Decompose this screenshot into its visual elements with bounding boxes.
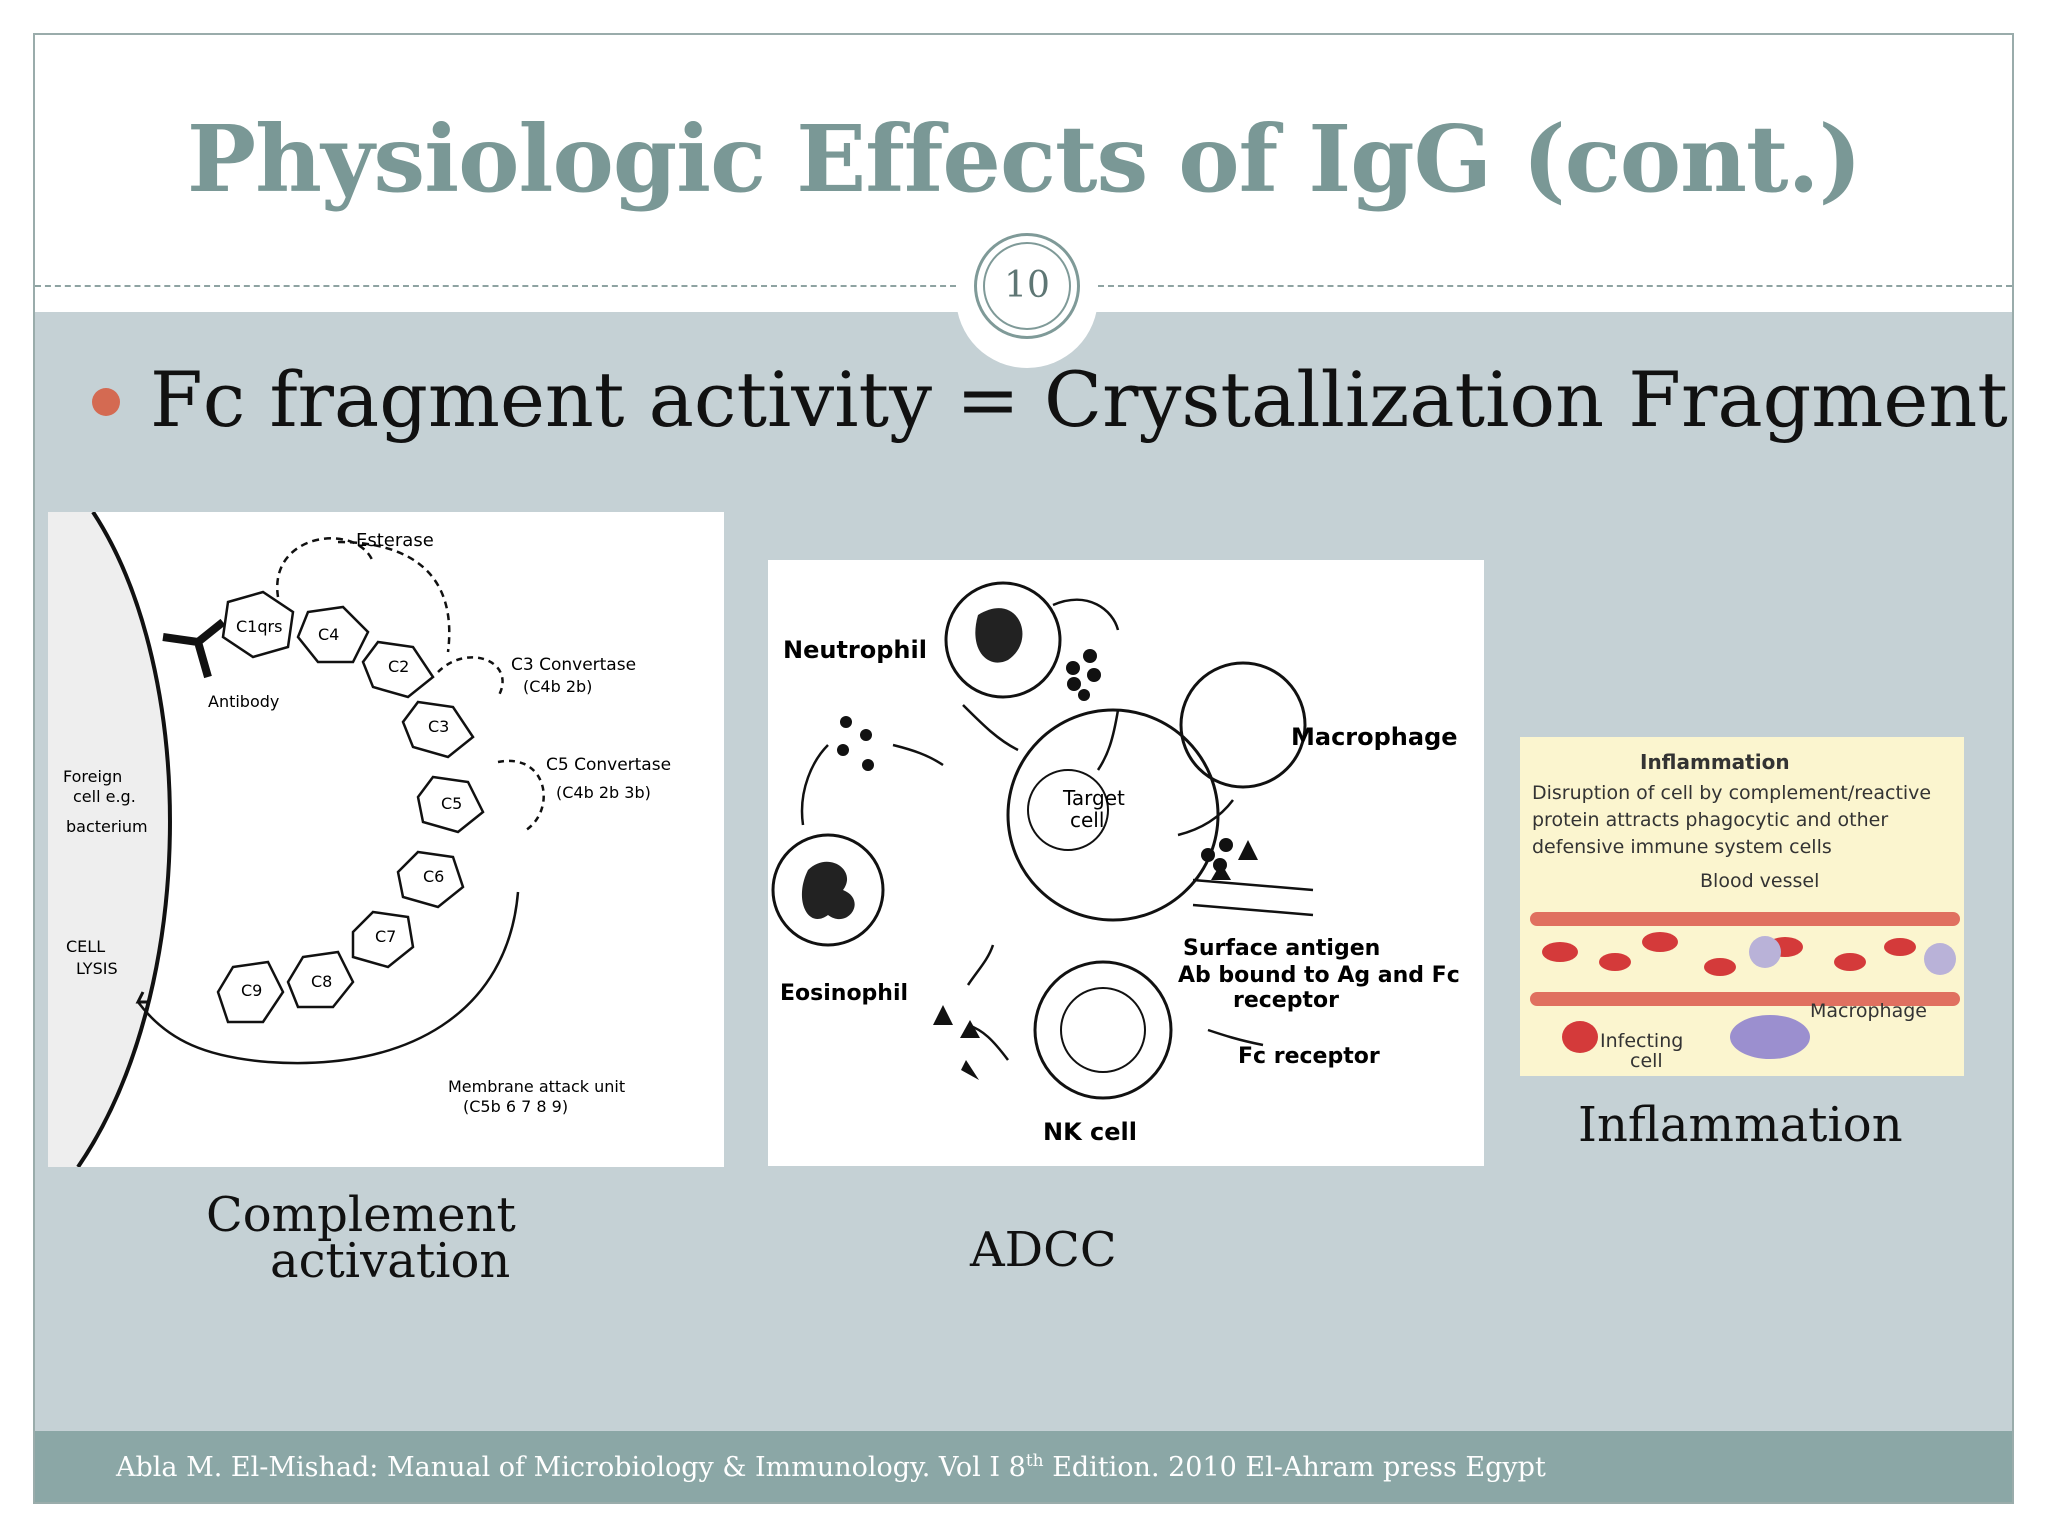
arrows — [800, 598, 1314, 1061]
label-c5-convertase: C5 Convertase — [546, 755, 671, 775]
label-c5-convertase-sub: (C4b 2b 3b) — [556, 783, 651, 802]
label-c2: C2 — [388, 657, 409, 676]
label-esterase: Esterase — [356, 530, 434, 551]
footer-bar — [35, 1431, 2012, 1502]
label-c9: C9 — [241, 981, 262, 1000]
white-blood-cell-1 — [1749, 936, 1781, 968]
label-bacterium: bacterium — [66, 817, 148, 836]
header-divider-right — [1098, 285, 2012, 287]
lysis-arrowhead — [135, 991, 148, 1004]
label-blood-vessel: Blood vessel — [1700, 870, 1819, 892]
label-inflammation-macrophage: Macrophage — [1810, 1000, 1927, 1022]
membrane-attack-arc — [137, 891, 520, 1065]
label-c8: C8 — [311, 972, 332, 991]
foreign-cell-membrane — [48, 512, 170, 1167]
page-number: 10 — [983, 242, 1071, 330]
macrophage-blob — [1730, 1015, 1810, 1059]
label-c5: C5 — [441, 794, 462, 813]
footer-text-main: Abla M. El-Mishad: Manual of Microbiolog… — [116, 1452, 1026, 1483]
label-ab-bound: Ab bound to Ag and Fc — [1178, 963, 1460, 988]
neutrophil-nucleus — [975, 608, 1023, 663]
label-receptor: receptor — [1233, 988, 1339, 1013]
adcc-diagram: Neutrophil Macrophage Target cell Eosino… — [771, 581, 1460, 1146]
label-description-line3: defensive immune system cells — [1532, 836, 1832, 858]
complement-components — [216, 590, 485, 1024]
label-infecting-cell: cell — [1630, 1050, 1663, 1072]
slide-title: Physiologic Effects of IgG (cont.) — [186, 105, 1862, 213]
label-membrane-attack-unit: Membrane attack unit — [448, 1077, 625, 1096]
label-antibody: Antibody — [208, 692, 279, 711]
white-blood-cell-2 — [1924, 943, 1956, 975]
caption-complement-line1: Complement — [206, 1187, 516, 1243]
antibody-icon — [162, 618, 226, 679]
eosinophil-cell — [771, 833, 885, 947]
label-cell: CELL — [66, 937, 105, 956]
label-c4: C4 — [318, 625, 339, 644]
footer-citation: Abla M. El-Mishad: Manual of Microbiolog… — [116, 1451, 1546, 1483]
label-target: Target — [1062, 786, 1125, 810]
bullet-dot-icon — [92, 388, 120, 416]
nk-nucleus — [1060, 987, 1146, 1073]
label-description-line1: Disruption of cell by complement/reactiv… — [1532, 782, 1931, 804]
label-surface-antigen: Surface antigen — [1183, 936, 1380, 961]
nk-cell — [1033, 960, 1173, 1100]
neutrophil-cell — [944, 581, 1062, 699]
cell-wall-line — [76, 512, 172, 1167]
footer-text-end: Edition. 2010 El-Ahram press Egypt — [1043, 1452, 1546, 1483]
label-target-cell: cell — [1070, 808, 1104, 832]
label-inflammation-heading: Inflammation — [1640, 750, 1790, 774]
target-nucleus — [1027, 769, 1109, 851]
label-cell-eg: cell e.g. — [73, 787, 136, 806]
label-mac-components: (C5b 6 7 8 9) — [463, 1097, 568, 1116]
label-neutrophil: Neutrophil — [783, 636, 927, 664]
label-fc-receptor: Fc receptor — [1238, 1044, 1380, 1069]
vessel-wall-top — [1530, 912, 1960, 926]
label-c3-convertase: C3 Convertase — [511, 655, 636, 675]
label-infecting: Infecting — [1600, 1030, 1683, 1052]
label-lysis: LYSIS — [76, 959, 118, 978]
esterase-arrow-2 — [337, 540, 451, 653]
vessel-wall-bottom — [1530, 992, 1960, 1006]
caption-adcc: ADCC — [970, 1222, 1117, 1278]
complement-activation-figure: Esterase C1qrs C4 C2 C3 C5 C6 C7 C8 C9 A… — [48, 512, 724, 1167]
c3-convertase-arrow — [437, 656, 504, 698]
label-eosinophil: Eosinophil — [780, 981, 908, 1006]
granules — [837, 649, 1258, 1080]
eosinophil-nucleus — [801, 861, 855, 920]
inflammation-diagram: Inflammation Disruption of cell by compl… — [1530, 750, 1960, 1072]
caption-inflammation: Inflammation — [1578, 1097, 1903, 1153]
label-foreign: Foreign — [63, 767, 122, 786]
label-macrophage: Macrophage — [1291, 723, 1458, 751]
caption-complement-line2: activation — [270, 1233, 511, 1289]
inflammation-figure: Inflammation Disruption of cell by compl… — [1520, 737, 1964, 1076]
c5-convertase-arrow — [497, 759, 545, 834]
bullet-text: Fc fragment activity = Crystallization F… — [150, 355, 2008, 444]
label-c6: C6 — [423, 867, 444, 886]
adcc-figure: Neutrophil Macrophage Target cell Eosino… — [768, 560, 1484, 1166]
label-c1qrs: C1qrs — [236, 617, 282, 636]
target-cell — [1006, 708, 1220, 922]
label-c3-convertase-sub: (C4b 2b) — [523, 677, 592, 696]
label-c3: C3 — [428, 717, 449, 736]
complement-diagram: Esterase C1qrs C4 C2 C3 C5 C6 C7 C8 C9 A… — [48, 512, 671, 1167]
esterase-arrow-1 — [276, 537, 375, 598]
header-divider-left — [35, 285, 956, 287]
footer-superscript: th — [1025, 1451, 1044, 1471]
label-description-line2: protein attracts phagocytic and other — [1532, 809, 1888, 831]
macrophage-cell — [1179, 661, 1307, 789]
label-nk-cell: NK cell — [1043, 1118, 1137, 1146]
label-c7: C7 — [375, 927, 396, 946]
